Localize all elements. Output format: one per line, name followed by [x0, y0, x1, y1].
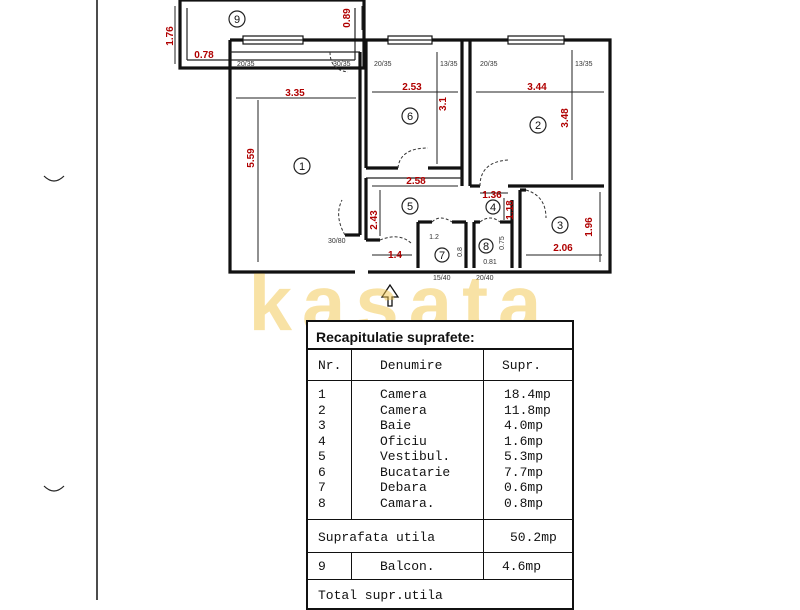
room-9-number: 9 — [234, 14, 240, 26]
room-6-height-dim: 3.1 — [438, 97, 449, 111]
room-9-marker — [228, 10, 246, 28]
row-name: Vestibul. — [380, 449, 451, 464]
opening-label: 13/35 — [575, 61, 593, 68]
opening-label: 30/80 — [328, 238, 346, 245]
room-8-width-dim: 0.81 — [483, 259, 497, 266]
usable-area-row: Suprafata utila 50.2mp — [308, 520, 572, 553]
row-nr: 1 — [318, 387, 326, 402]
name-column: Camera Camera Baie Oficiu Vestibul. Buca… — [352, 381, 484, 519]
row-nr: 7 — [318, 480, 326, 495]
row-name: Bucatarie — [380, 464, 451, 480]
room-7-width-dim: 1.2 — [429, 234, 439, 241]
room-1-number: 1 — [299, 161, 305, 173]
room-6-number: 6 — [407, 111, 413, 123]
room-5-width-dim: 2.58 — [406, 176, 426, 187]
row-name: Camara. — [380, 495, 435, 511]
hall-width-dim: 1.4 — [388, 250, 402, 261]
room-7-number: 7 — [439, 250, 445, 262]
row-name: Baie — [380, 418, 412, 433]
row-name: Camera — [380, 402, 427, 418]
room-3-width-dim: 2.06 — [553, 243, 573, 254]
row-area: 0.6mp — [504, 480, 544, 495]
entrance-arrow-icon — [380, 283, 400, 307]
room-8-height-dim: 0.75 — [499, 236, 506, 250]
row-name: Debara — [380, 480, 427, 495]
room-3-height-dim: 1.96 — [584, 217, 595, 237]
row-area: 1.6mp — [504, 433, 544, 449]
door-swings — [329, 51, 547, 245]
opening-label: 20/35 — [237, 61, 255, 68]
opening-label: 20/40 — [476, 275, 494, 282]
nr-column: 1 2 3 4 5 6 7 8 — [308, 381, 352, 519]
row-area: 18.4mp — [504, 387, 551, 402]
opening-label: 13/35 — [440, 61, 458, 68]
opening-label: 20/35 — [480, 61, 498, 68]
room-2-number: 2 — [535, 120, 541, 132]
binder-hole-mark — [43, 175, 65, 182]
summary-header-row: Nr. Denumire Supr. — [308, 350, 572, 381]
row-area: 11.8mp — [504, 402, 551, 418]
room-1-width-dim: 3.35 — [285, 88, 305, 99]
area-column: 18.4mp 11.8mp 4.0mp 1.6mp 5.3mp 7.7mp 0.… — [484, 381, 572, 519]
room-3-number: 3 — [557, 220, 563, 232]
usable-area-label: Suprafata utila — [308, 520, 484, 552]
balcony — [174, 0, 366, 70]
row-name: Oficiu — [380, 433, 427, 449]
room-markers — [293, 107, 569, 263]
row-nr: 2 — [318, 402, 326, 418]
balcony-depth-dim: 0.89 — [342, 8, 353, 28]
row-nr: 8 — [318, 495, 326, 511]
summary-title: Recapitulatie suprafete: — [308, 322, 572, 350]
row-nr: 4 — [318, 433, 326, 449]
outer-walls — [228, 38, 612, 274]
header-area: Supr. — [502, 358, 542, 373]
row-nr: 5 — [318, 449, 326, 464]
row-area: 7.7mp — [504, 464, 544, 480]
binder-hole-mark — [43, 485, 65, 492]
usable-area-value: 50.2mp — [510, 530, 557, 545]
balcony-nr: 9 — [308, 553, 352, 579]
balcony-height-dim: 1.76 — [165, 26, 176, 46]
header-nr: Nr. — [308, 350, 352, 380]
row-area: 4.0mp — [504, 418, 544, 433]
room-7-height-dim: 0.8 — [457, 247, 464, 257]
room-4-height-dim: 1.18 — [505, 200, 516, 220]
balcony-area: 4.6mp — [502, 559, 542, 574]
room-5-number: 5 — [407, 201, 413, 213]
area-summary-table: Recapitulatie suprafete: Nr. Denumire Su… — [306, 320, 574, 610]
row-area: 5.3mp — [504, 449, 544, 464]
room-1-height-dim: 5.59 — [246, 148, 257, 168]
summary-rows: 1 2 3 4 5 6 7 8 Camera Camera Baie Ofici… — [308, 381, 572, 520]
dimension-lines — [236, 50, 604, 262]
opening-label: 30/35 — [333, 61, 351, 68]
balcony-name: Balcon. — [352, 553, 484, 579]
room-8-number: 8 — [483, 241, 489, 253]
header-name: Denumire — [352, 350, 484, 380]
interior-walls — [364, 40, 604, 268]
balcony-row: 9 Balcon. 4.6mp — [308, 553, 572, 580]
opening-label: 15/40 — [433, 275, 451, 282]
room-4-width-dim: 1.36 — [482, 190, 502, 201]
room-6-width-dim: 2.53 — [402, 82, 422, 93]
row-nr: 3 — [318, 418, 326, 433]
room-5-height-dim: 2.43 — [369, 210, 380, 230]
room-2-height-dim: 3.48 — [560, 108, 571, 128]
room-2-width-dim: 3.44 — [527, 82, 547, 93]
room-4-number: 4 — [490, 202, 496, 214]
row-area: 0.8mp — [504, 495, 544, 511]
balcony-width-dim: 0.78 — [194, 50, 214, 61]
row-name: Camera — [380, 387, 427, 402]
opening-label: 20/35 — [374, 61, 392, 68]
total-usable-label: Total supr.utila — [318, 588, 443, 603]
windows — [242, 35, 565, 45]
row-nr: 6 — [318, 464, 326, 480]
